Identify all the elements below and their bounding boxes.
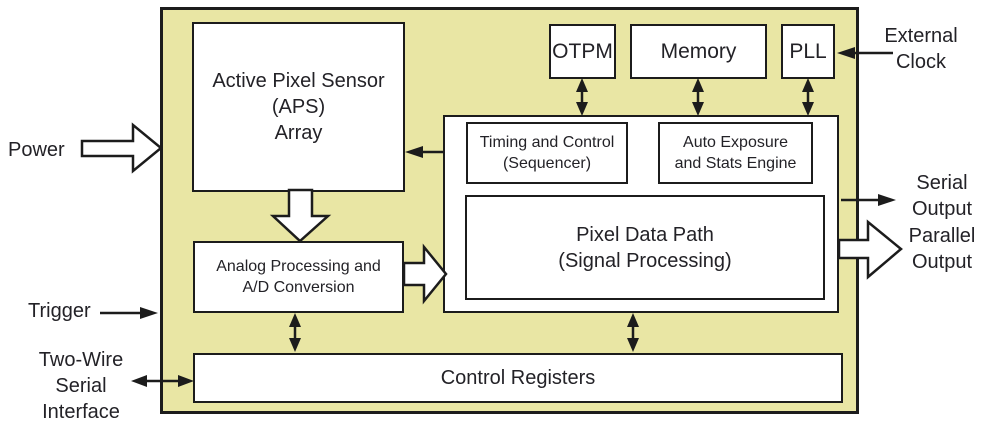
control-registers-box: Control Registers <box>193 353 843 403</box>
power-label: Power <box>8 139 65 161</box>
memory-label: Memory <box>660 39 737 63</box>
auto-exposure-label: Auto Exposure and Stats Engine <box>674 134 797 172</box>
memory-box: Memory <box>630 24 767 79</box>
pixel-data-path-label: Pixel Data Path (Signal Processing) <box>558 223 732 272</box>
otpm-label: OTPM <box>552 39 613 63</box>
timing-control-box: Timing and Control (Sequencer) <box>466 122 628 184</box>
trigger-arrow-icon <box>100 307 158 319</box>
timing-control-label: Timing and Control (Sequencer) <box>479 134 615 172</box>
analog-processing-box: Analog Processing and A/D Conversion <box>193 241 404 313</box>
aps-array-box: Active Pixel Sensor (APS) Array <box>192 22 405 192</box>
pixel-data-path-box: Pixel Data Path (Signal Processing) <box>465 195 825 300</box>
power-arrow-icon <box>80 122 163 174</box>
serial-output-label: Serial Output <box>911 172 973 220</box>
control-registers-label: Control Registers <box>440 366 596 389</box>
auto-exposure-box: Auto Exposure and Stats Engine <box>658 122 813 184</box>
two-wire-serial-interface-label: Two-Wire Serial Interface <box>38 349 124 423</box>
aps-array-label: Active Pixel Sensor (APS) Array <box>212 70 385 144</box>
trigger-label: Trigger <box>28 300 91 322</box>
parallel-output-label: Parallel Output <box>908 225 976 273</box>
pll-box: PLL <box>781 24 835 79</box>
pll-label: PLL <box>789 39 827 63</box>
external-clock-label: External Clock <box>884 25 958 73</box>
otpm-box: OTPM <box>549 24 616 79</box>
analog-processing-label: Analog Processing and A/D Conversion <box>216 258 381 296</box>
